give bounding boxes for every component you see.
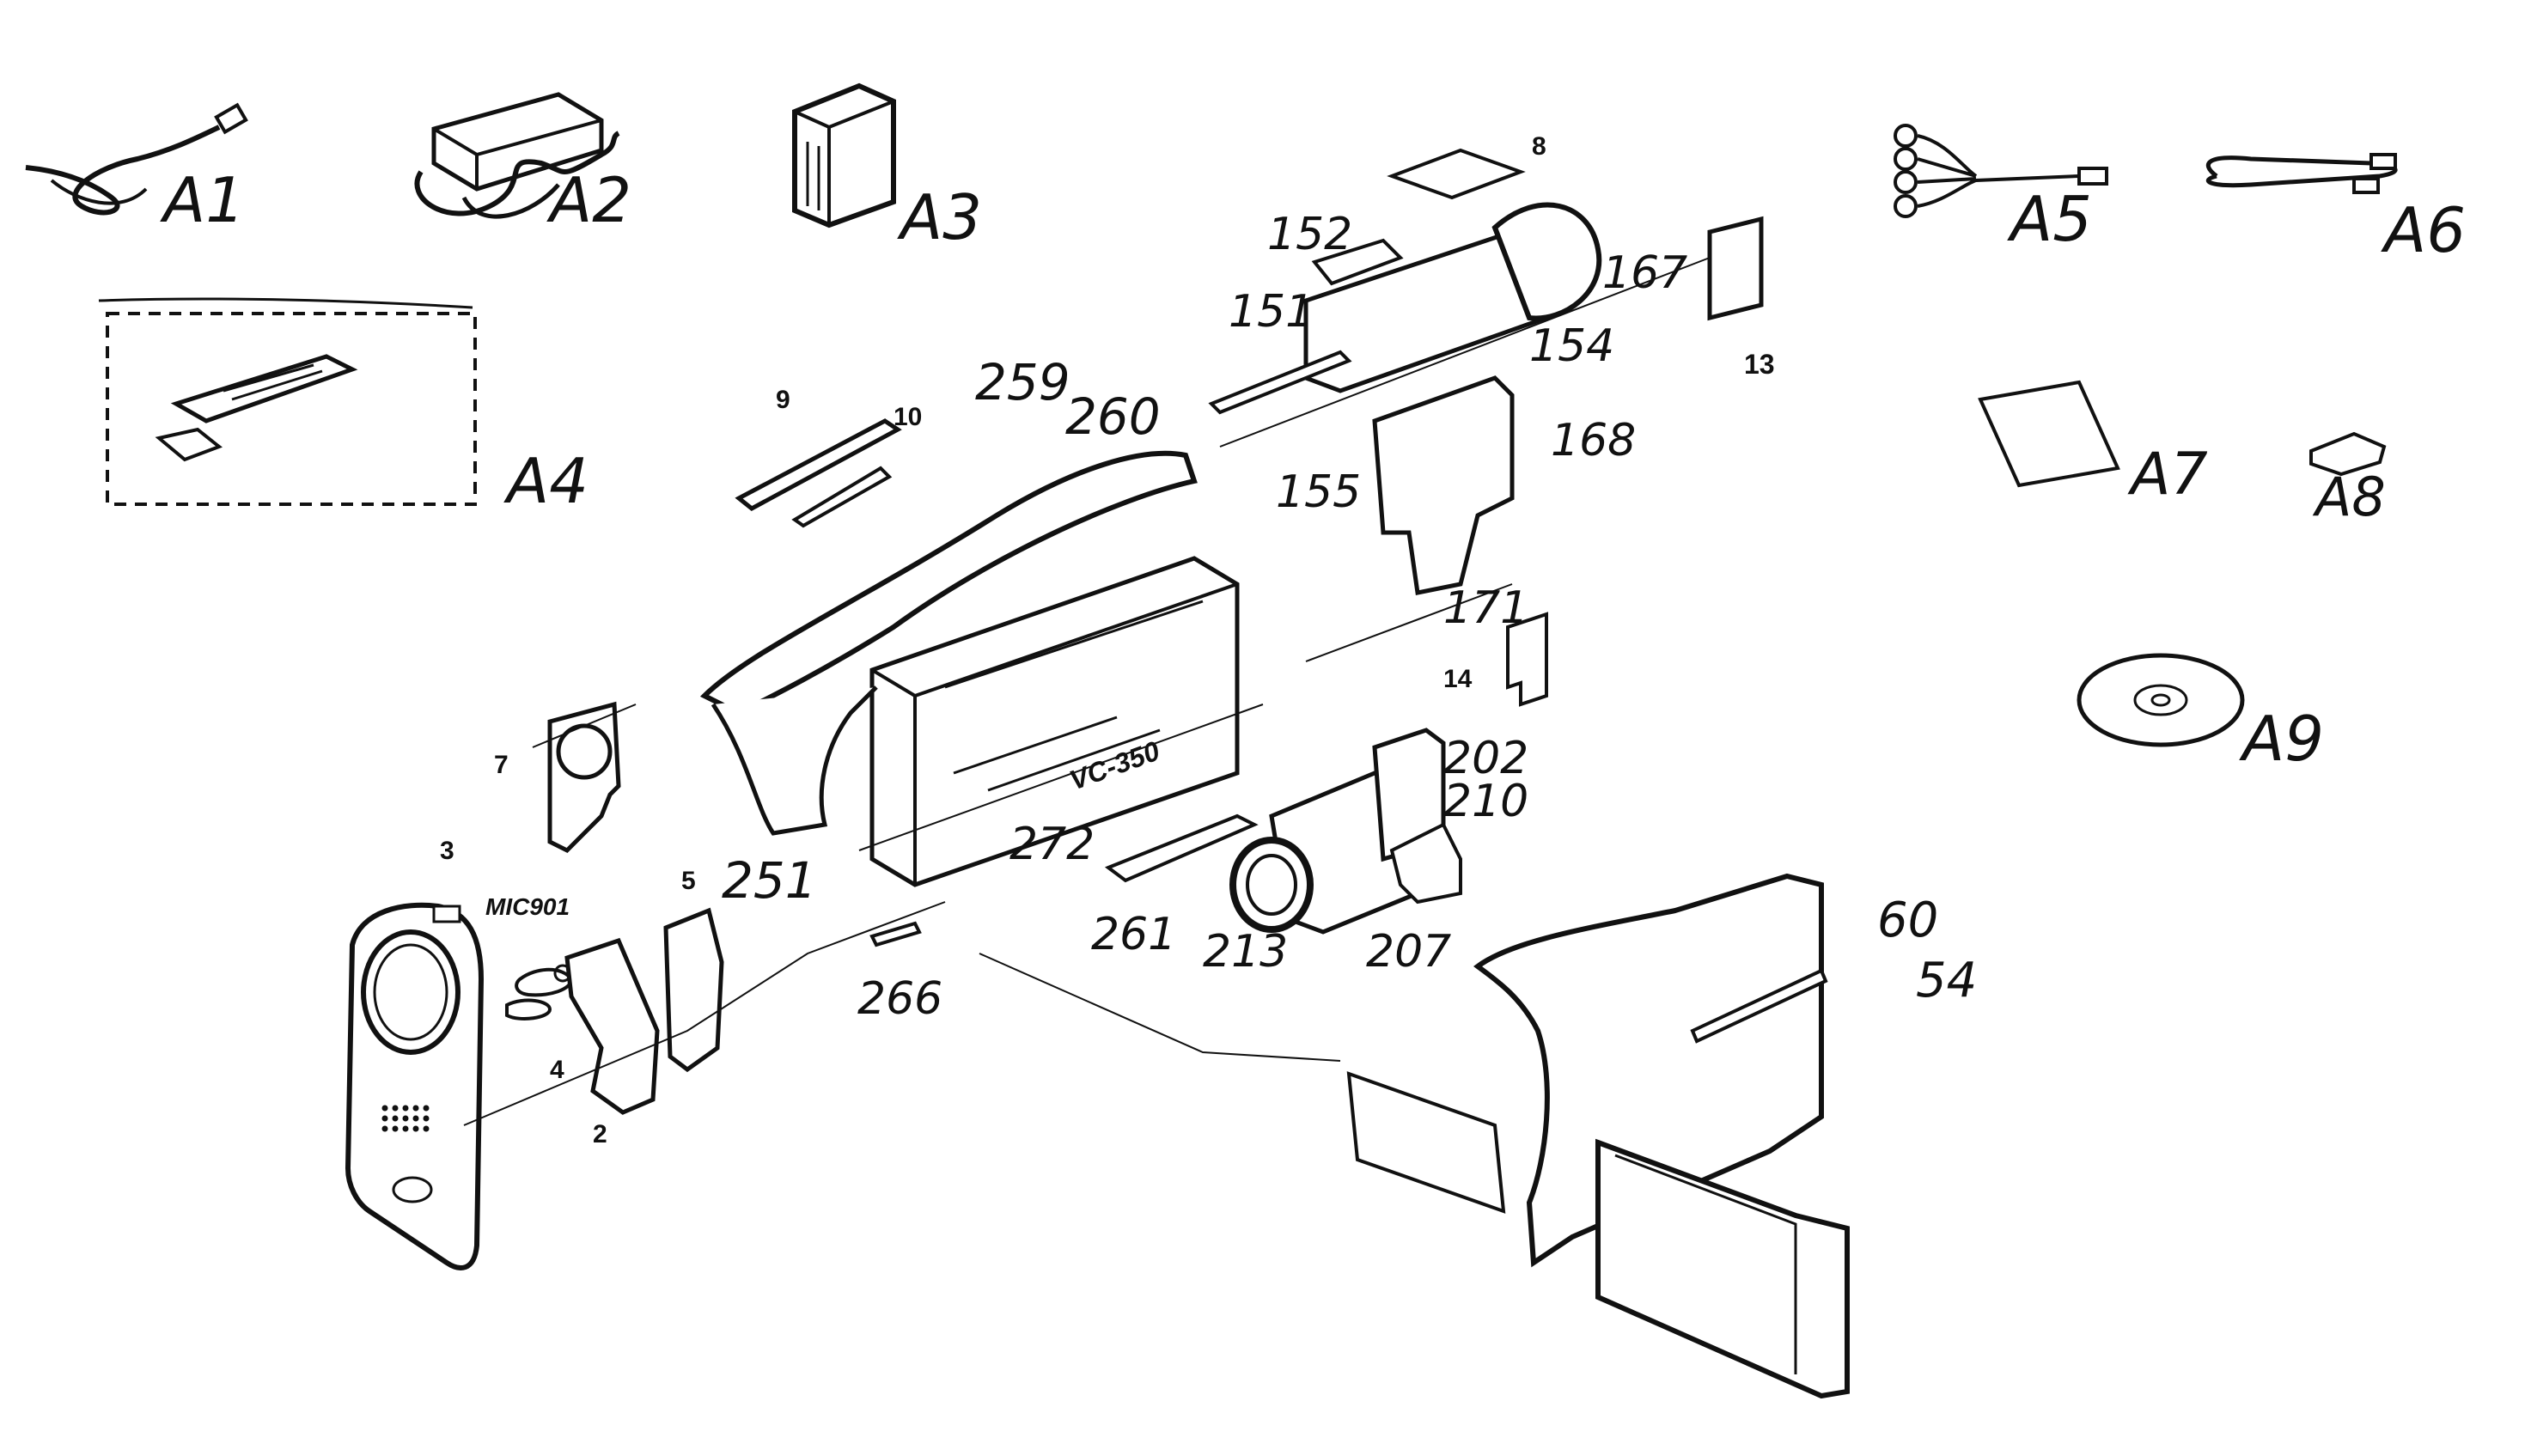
part-54-strip — [1690, 968, 1828, 1044]
label-p2: 2 — [593, 1120, 607, 1148]
label-p9: 9 — [776, 386, 790, 414]
label-a9: A9 — [2239, 703, 2324, 775]
label-p152: 152 — [1267, 209, 1352, 260]
accessory-a9-cd — [2077, 653, 2245, 747]
label-p60: 60 — [1877, 892, 1938, 948]
part-151-rod — [1208, 350, 1352, 415]
label-p4: 4 — [550, 1056, 564, 1084]
accessory-a1-cable — [25, 102, 248, 216]
part-202-bracket — [1372, 728, 1446, 862]
label-p10: 10 — [894, 403, 922, 431]
accessory-a8-clip — [2309, 431, 2387, 477]
label-p272: 272 — [1009, 819, 1095, 870]
accessory-a4-remote-control — [98, 297, 477, 506]
lcd-panel — [1595, 1138, 1850, 1399]
label-a4: A4 — [503, 445, 589, 517]
part-4-cushion — [505, 998, 552, 1020]
part-5-panel — [663, 907, 724, 1073]
label-p154: 154 — [1529, 320, 1614, 372]
label-p13: 13 — [1744, 349, 1775, 380]
label-p207: 207 — [1366, 926, 1451, 978]
accessory-a2-ac-adapter — [414, 92, 620, 219]
label-p3: 3 — [440, 837, 454, 865]
part-3-front-cover — [345, 902, 485, 1270]
label-p202: 202 — [1443, 733, 1528, 784]
part-261-board — [1104, 813, 1259, 883]
label-mic901: MIC901 — [485, 893, 570, 920]
explosion-guide-lines — [463, 257, 1711, 1126]
part-259-handle-housing — [699, 450, 1198, 836]
label-p14: 14 — [1443, 665, 1473, 693]
label-p260: 260 — [1065, 387, 1161, 446]
part-2-bracket — [564, 937, 660, 1115]
label-a6: A6 — [2381, 194, 2466, 266]
label-p7: 7 — [494, 751, 509, 779]
part-207-sheet — [1389, 822, 1462, 905]
part-168-frame — [1372, 375, 1515, 595]
accessory-a5-av-cable — [1894, 124, 2108, 218]
part-14-sheet — [1506, 612, 1548, 707]
label-p151: 151 — [1229, 286, 1314, 338]
part-60-side-housing — [1346, 873, 1824, 1268]
label-a7: A7 — [2127, 441, 2208, 509]
label-a2: A2 — [546, 164, 631, 236]
accessory-a6-cable — [2205, 153, 2398, 194]
label-p210: 210 — [1443, 776, 1528, 827]
label-p251: 251 — [722, 851, 817, 910]
label-p259: 259 — [975, 353, 1070, 411]
part-13-bracket — [1707, 216, 1764, 321]
accessory-a3-battery — [792, 82, 896, 228]
part-8-cover — [1387, 148, 1526, 200]
part-mic901-microphone — [515, 964, 574, 997]
accessory-a7-sheet — [1978, 380, 2120, 488]
label-p168: 168 — [1551, 415, 1636, 466]
main-chassis — [869, 556, 1240, 887]
label-a5: A5 — [2007, 183, 2092, 255]
label-p5: 5 — [681, 867, 696, 895]
label-p155: 155 — [1276, 466, 1361, 518]
label-a3: A3 — [897, 181, 982, 253]
part-266-strip — [869, 921, 922, 947]
label-a1: A1 — [160, 164, 245, 236]
label-a8: A8 — [2312, 466, 2386, 528]
part-10-strip — [791, 466, 893, 528]
part-9-strip — [735, 418, 902, 511]
label-p54: 54 — [1916, 953, 1977, 1008]
label-p261: 261 — [1091, 909, 1176, 960]
label-p167: 167 — [1602, 247, 1687, 299]
label-p266: 266 — [857, 973, 942, 1025]
label-p8: 8 — [1532, 132, 1546, 161]
label-p213: 213 — [1203, 926, 1288, 978]
